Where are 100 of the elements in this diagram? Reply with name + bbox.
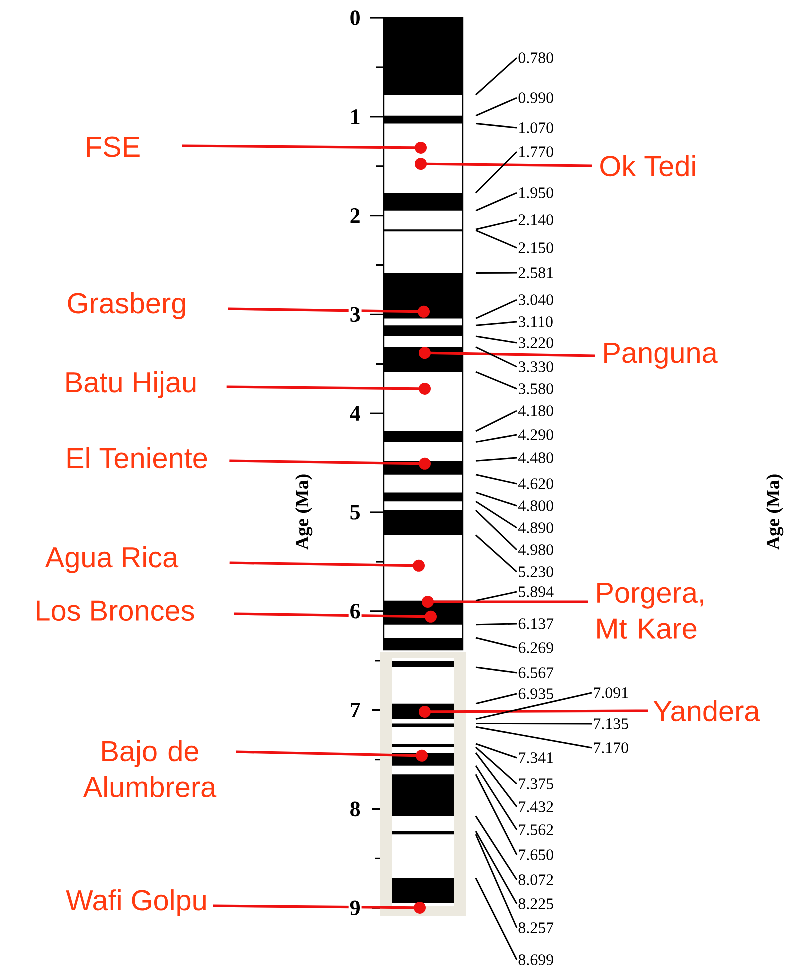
age-label: 8.257 <box>518 922 554 934</box>
leader-line <box>475 816 518 880</box>
leader-line <box>419 347 596 360</box>
age-label: 7.091 <box>594 688 628 698</box>
age-label: 7.170 <box>594 742 628 754</box>
leader-line <box>422 596 588 608</box>
leader-line <box>475 834 518 928</box>
axis-number: 0 <box>348 10 362 26</box>
leader-line <box>476 666 518 674</box>
leader-line <box>476 57 518 96</box>
leader-line <box>476 346 518 368</box>
age-label: 3.040 <box>518 294 554 306</box>
leader-line <box>476 693 518 705</box>
leader-line <box>213 902 426 914</box>
deposit-label: Wafi Golpu <box>66 890 206 916</box>
leader-line <box>476 321 518 326</box>
age-label: 7.375 <box>519 778 554 790</box>
age-label: 6.567 <box>518 668 554 678</box>
axis-number: 4 <box>348 405 362 422</box>
leader-line <box>476 434 518 444</box>
leader-line <box>476 219 518 230</box>
age-label: 6.137 <box>518 618 554 630</box>
axis-number: 1 <box>348 108 362 126</box>
age-label: 2.581 <box>518 268 554 278</box>
age-label: 4.980 <box>518 544 554 556</box>
leader-line <box>476 746 518 785</box>
leader-line <box>415 158 592 170</box>
age-label: 2.150 <box>518 242 554 254</box>
deposit-label: Yandera <box>654 700 760 722</box>
age-label: 2.140 <box>518 214 554 226</box>
age-label: 7.341 <box>519 752 554 764</box>
age-label: 1.770 <box>520 146 554 158</box>
leader-line <box>476 591 518 602</box>
age-label: 4.480 <box>518 452 554 464</box>
axis-number: 5 <box>348 504 362 521</box>
axis-number: 6 <box>348 603 362 620</box>
leader-line <box>475 878 518 960</box>
leader-line <box>476 474 518 485</box>
age-label: 1.950 <box>520 188 554 198</box>
age-label: 4.800 <box>518 500 554 512</box>
leader-line <box>476 371 518 390</box>
age-label: 4.180 <box>518 406 554 416</box>
deposit-label: El Teniente <box>68 447 208 469</box>
axis-title: Age (Ma) <box>295 474 313 550</box>
axis-number: 3 <box>348 306 362 324</box>
deposit-label: Porgera, Mt Kare <box>598 583 704 640</box>
age-label: 1.070 <box>520 122 554 134</box>
age-label: 7.562 <box>519 824 554 836</box>
leader-line <box>182 142 427 154</box>
deposit-label: Agua Rica <box>45 546 179 574</box>
leader-line <box>475 774 518 856</box>
leader-line <box>476 534 518 573</box>
deposit-label: Ok Tedi <box>600 155 696 177</box>
deposit-label: Los Bronces <box>37 600 194 622</box>
leader-line <box>476 637 518 649</box>
leader-line <box>476 230 518 249</box>
age-label: 5.230 <box>519 566 554 578</box>
age-label: 7.650 <box>519 850 554 860</box>
deposit-label: Batu Hijau <box>66 372 196 398</box>
leader-line <box>476 97 518 117</box>
leader-line <box>476 492 518 507</box>
deposit-label: Bajo de Alumbrera <box>83 740 217 798</box>
leader-line <box>476 123 518 129</box>
age-label: 8.072 <box>518 874 554 886</box>
age-label: 3.220 <box>518 338 554 348</box>
leader-line <box>476 743 518 759</box>
leader-line <box>226 382 431 395</box>
age-label: 8.699 <box>518 954 554 966</box>
age-label: 7.135 <box>594 718 628 730</box>
age-label: 4.890 <box>518 522 554 534</box>
axis-number: 2 <box>348 208 362 224</box>
leader-line <box>419 706 648 718</box>
age-label: 0.990 <box>518 92 554 104</box>
deposit-label: Grasberg <box>68 292 186 320</box>
age-label: 7.432 <box>519 802 554 812</box>
leader-line <box>476 272 517 274</box>
axis-number: 7 <box>348 702 362 718</box>
age-label: 3.110 <box>518 316 553 328</box>
deposit-label: Panguna <box>604 343 718 369</box>
leader-line <box>236 750 428 762</box>
axis-title: Age (Ma) <box>766 474 784 550</box>
leader-line <box>476 500 518 529</box>
age-label: 6.935 <box>518 688 554 700</box>
age-label: 0.780 <box>518 52 554 64</box>
age-label: 4.290 <box>518 430 554 440</box>
age-label: 3.330 <box>518 362 554 372</box>
leader-line <box>476 722 592 725</box>
leader-line <box>476 410 518 432</box>
leader-line <box>476 457 518 462</box>
age-label: 6.269 <box>518 642 554 654</box>
leader-line <box>475 752 518 808</box>
leader-line <box>476 192 518 212</box>
leader-line <box>230 458 431 470</box>
axis-number: 9 <box>348 900 362 916</box>
leader-line <box>475 510 518 551</box>
leader-line <box>475 766 518 830</box>
leader-line <box>476 726 592 749</box>
leader-line <box>476 692 592 720</box>
age-label: 4.620 <box>518 478 554 490</box>
age-label: 3.580 <box>518 384 554 394</box>
